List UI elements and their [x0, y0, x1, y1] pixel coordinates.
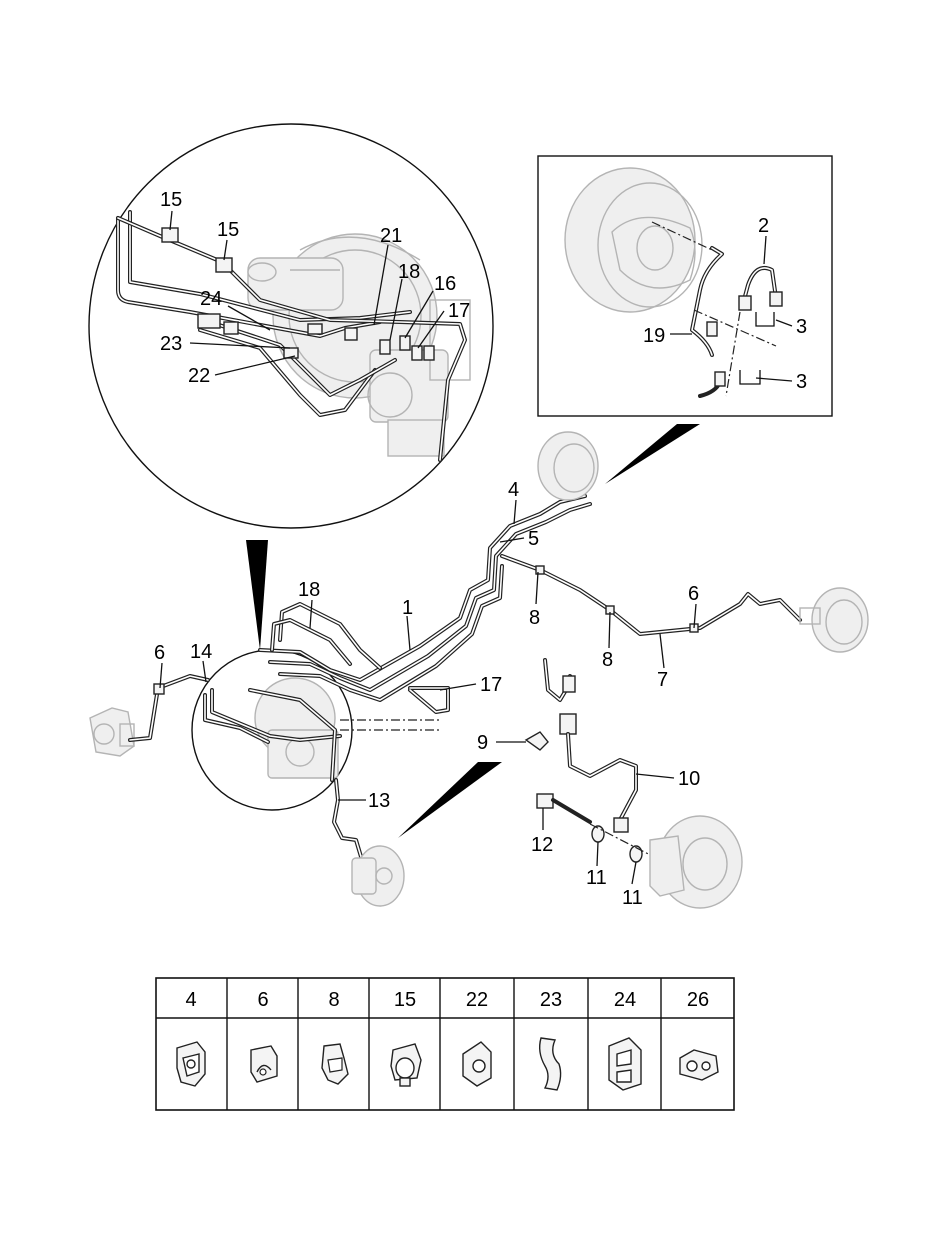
- callout-8a: 8: [529, 607, 540, 629]
- rear-drum-detail-view: [537, 155, 833, 417]
- clip-reference-table: 4 6 8 15 22 23 24 26: [155, 977, 735, 1111]
- clip-4-icon: [176, 1041, 206, 1087]
- callout-3a: 3: [796, 316, 807, 338]
- callout-7: 7: [657, 669, 668, 691]
- callout-2: 2: [758, 215, 769, 237]
- rear-disc-caliper: [649, 815, 743, 909]
- table-header-23: 23: [540, 989, 562, 1011]
- leader-lines: [159, 499, 697, 885]
- callout-17b: 17: [480, 674, 502, 696]
- clip-24-icon: [608, 1037, 642, 1091]
- table-header-8: 8: [328, 989, 339, 1011]
- rear-right-drum: [799, 587, 869, 653]
- callout-17a: 17: [448, 300, 470, 322]
- callout-9: 9: [477, 732, 488, 754]
- callout-15a: 15: [160, 189, 182, 211]
- callout-6b: 6: [688, 583, 699, 605]
- callout-18a: 18: [398, 261, 420, 283]
- main-brake-lines: [89, 431, 869, 909]
- pointer-wedge-front: [398, 762, 502, 838]
- pointer-wedge-detail: [246, 540, 268, 650]
- table-header-15: 15: [394, 989, 416, 1011]
- callout-24: 24: [200, 288, 222, 310]
- callout-12: 12: [531, 834, 553, 856]
- table-header-22: 22: [466, 989, 488, 1011]
- table-header-4: 4: [185, 989, 196, 1011]
- front-left-caliper: [89, 707, 135, 757]
- clip-8-icon: [321, 1043, 349, 1085]
- callout-11a: 11: [586, 867, 607, 889]
- callout-11b: 11: [622, 887, 643, 909]
- table-header-24: 24: [614, 989, 636, 1011]
- callout-1: 1: [402, 597, 413, 619]
- callout-5: 5: [528, 528, 539, 550]
- clip-23-icon: [538, 1037, 562, 1091]
- clip-6-icon: [250, 1045, 278, 1083]
- callout-4: 4: [508, 479, 519, 501]
- callout-13: 13: [368, 790, 390, 812]
- callout-3b: 3: [796, 371, 807, 393]
- callout-6a: 6: [154, 642, 165, 664]
- callout-10: 10: [678, 768, 700, 790]
- pointer-wedge-top-right: [605, 424, 700, 484]
- table-header-6: 6: [257, 989, 268, 1011]
- callout-18b: 18: [298, 579, 320, 601]
- rear-left-drum: [537, 431, 599, 501]
- callout-22: 22: [188, 365, 210, 387]
- master-cylinder-detail-view: [88, 123, 494, 529]
- callout-23: 23: [160, 333, 182, 355]
- clip-26-icon: [679, 1049, 719, 1081]
- callout-labels: 15 15 21 18 16 17 24 23 22 2 3 3 19 4 5 …: [154, 189, 807, 909]
- callout-21: 21: [380, 225, 402, 247]
- callout-15b: 15: [217, 219, 239, 241]
- callout-16: 16: [434, 273, 456, 295]
- abs-unit-detail-view: [191, 649, 353, 811]
- table-header-26: 26: [687, 989, 709, 1011]
- callout-14: 14: [190, 641, 212, 663]
- callout-8b: 8: [602, 649, 613, 671]
- clip-22-icon: [462, 1041, 492, 1087]
- callout-19: 19: [643, 325, 665, 347]
- clip-15-icon: [390, 1043, 422, 1087]
- front-right-caliper: [351, 845, 405, 907]
